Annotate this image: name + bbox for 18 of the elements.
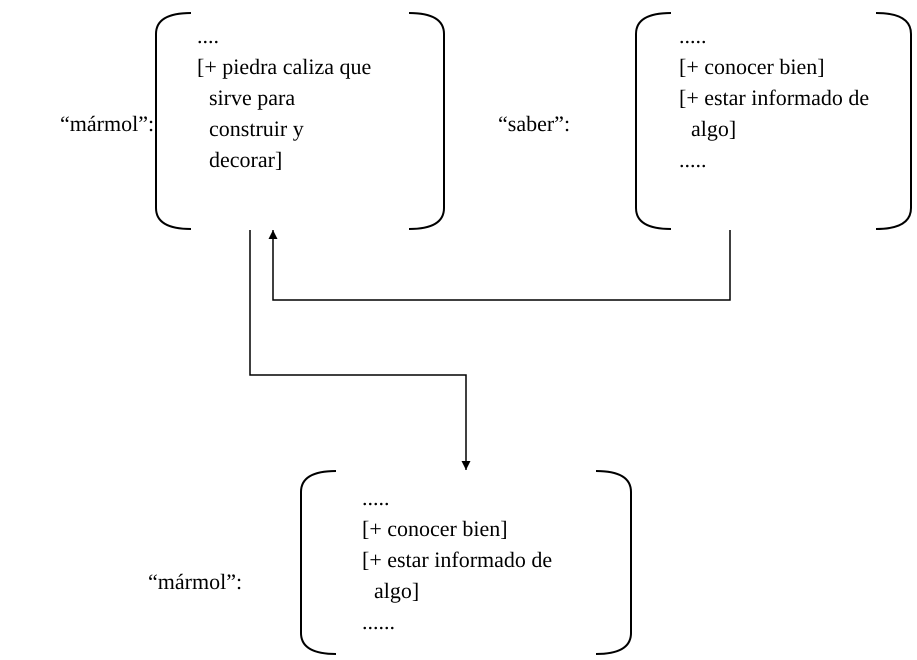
bracket-matrix <box>300 470 632 655</box>
arrow <box>249 230 470 470</box>
feature-text: ..... <box>679 146 708 174</box>
word-label: “mármol”: <box>148 568 242 596</box>
feature-text: ..... <box>679 22 708 50</box>
feature-text: [+ piedra caliza que sirve para construir y decorar] <box>197 53 372 174</box>
feature-text: [+ conocer bien] <box>362 515 509 543</box>
word-label: “mármol”: <box>60 110 154 138</box>
feature-text: [+ estar informado de algo] <box>362 546 554 605</box>
word-label: “saber”: <box>498 110 570 138</box>
feature-text: ..... <box>362 484 390 512</box>
feature-text: [+ conocer bien] <box>679 53 826 81</box>
bracket-matrix <box>635 12 912 230</box>
feature-text: [+ estar informado de algo] <box>679 84 870 143</box>
feature-text: ...... <box>362 608 396 636</box>
arrow <box>268 230 731 301</box>
feature-text: .... <box>197 22 220 50</box>
bracket-matrix <box>155 12 445 230</box>
